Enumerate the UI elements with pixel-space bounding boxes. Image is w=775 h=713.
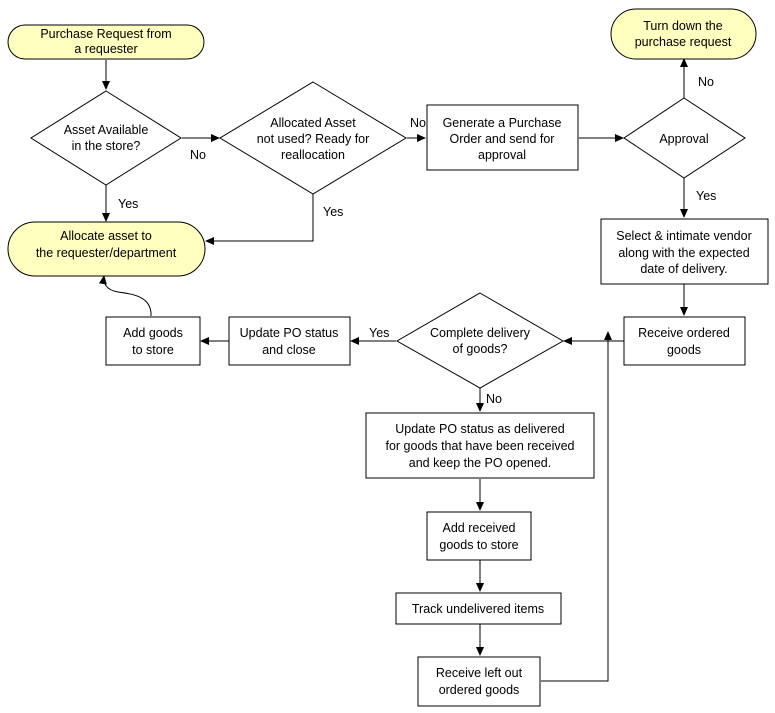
node-label: in the store?	[72, 139, 141, 153]
node-label: for goods that have been received	[385, 439, 574, 453]
node-label: Allocated Asset	[270, 116, 356, 130]
node-label: Asset Available	[64, 123, 149, 137]
node-select-vendor: Select & intimate vendor along with the …	[600, 218, 769, 285]
node-label: the requester/department	[36, 246, 177, 260]
node-complete-delivery: Complete delivery of goods?	[395, 292, 565, 389]
node-update-po-delivered: Update PO status as delivered for goods …	[365, 412, 595, 479]
node-label: Approval	[659, 132, 708, 146]
edge-label-asset-yes: Yes	[118, 197, 138, 211]
node-turn-down: Turn down the purchase request	[610, 8, 757, 60]
node-label: Generate a Purchase	[443, 116, 562, 130]
node-approval: Approval	[623, 97, 746, 179]
node-label: Receive ordered	[638, 326, 730, 340]
node-label: Complete delivery	[430, 326, 531, 340]
edge-labels: No Yes No Yes No Yes Yes No	[118, 75, 716, 406]
node-add-received: Add received goods to store	[426, 511, 532, 561]
node-label: goods	[667, 343, 701, 357]
node-allocated-asset: Allocated Asset not used? Ready for real…	[219, 81, 407, 195]
edge-label-asset-no: No	[190, 148, 206, 162]
edge-label-complete-no: No	[486, 392, 502, 406]
node-asset-available: Asset Available in the store?	[30, 90, 182, 186]
node-label: goods to store	[439, 538, 518, 552]
node-label: Select & intimate vendor	[616, 229, 752, 243]
node-label: Receive left out	[436, 666, 523, 680]
edge-allocated-to-allocate	[205, 194, 314, 245]
node-label: Order and send for	[450, 132, 555, 146]
node-allocate-asset: Allocate asset to the requester/departme…	[7, 221, 206, 277]
node-label: along with the expected	[618, 246, 749, 260]
node-receive-ordered: Receive ordered goods	[623, 316, 746, 366]
edge-add-goods-to-allocate	[98, 275, 152, 317]
node-label: date of delivery.	[640, 262, 727, 276]
node-label: Turn down the	[643, 19, 722, 33]
node-label: Add received	[443, 521, 516, 535]
node-add-goods-store: Add goods to store	[105, 316, 201, 366]
node-label: Purchase Request from	[40, 27, 171, 41]
node-label: ordered goods	[439, 683, 520, 697]
node-label: Update PO status as delivered	[395, 422, 565, 436]
node-label: of goods?	[453, 342, 508, 356]
node-label: Allocate asset to	[60, 229, 152, 243]
node-label: purchase request	[635, 35, 732, 49]
node-update-po-close: Update PO status and close	[228, 316, 351, 366]
node-track-undelivered: Track undelivered items	[395, 592, 562, 625]
edge-receive-left-out-loop	[541, 331, 612, 682]
edges	[98, 58, 688, 682]
edge-label-allocated-no: No	[410, 116, 426, 130]
node-label: and close	[262, 343, 316, 357]
node-label: not used? Ready for	[257, 132, 370, 146]
node-label: approval	[478, 148, 526, 162]
node-label: and keep the PO opened.	[409, 456, 551, 470]
node-purchase-request: Purchase Request from a requester	[7, 24, 205, 60]
node-label: to store	[132, 343, 174, 357]
node-generate-po: Generate a Purchase Order and send for a…	[426, 104, 579, 171]
node-label: Update PO status	[240, 326, 339, 340]
node-label: reallocation	[281, 148, 345, 162]
edge-label-approval-yes: Yes	[696, 189, 716, 203]
node-label: Track undelivered items	[412, 602, 544, 616]
node-receive-left-out: Receive left out ordered goods	[417, 656, 541, 707]
node-label: a requester	[74, 42, 137, 56]
node-label: Add goods	[123, 326, 183, 340]
edge-label-complete-yes: Yes	[369, 326, 389, 340]
edge-label-approval-no: No	[698, 75, 714, 89]
edge-label-allocated-yes: Yes	[323, 205, 343, 219]
